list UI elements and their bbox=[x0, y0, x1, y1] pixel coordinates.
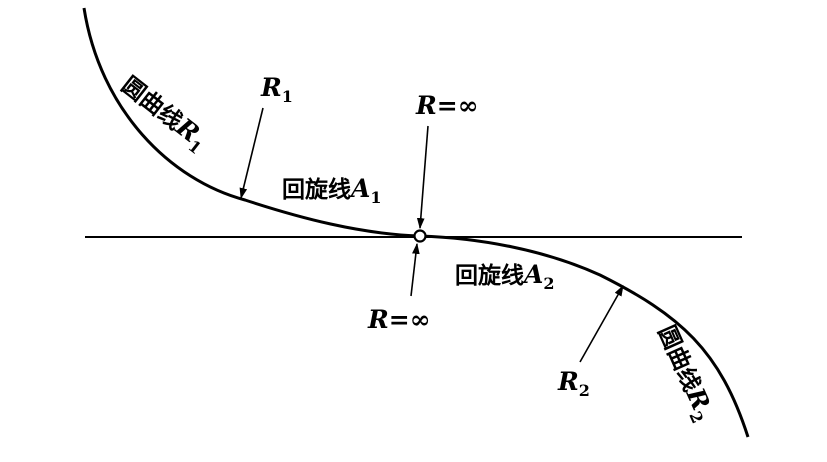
arrow-r-inf-top bbox=[416, 125, 429, 230]
arrow-r1 bbox=[239, 107, 264, 200]
inflection-point bbox=[413, 229, 427, 243]
transition-curve bbox=[82, 7, 750, 438]
label-r-infinity-bottom: R=∞ bbox=[367, 305, 431, 334]
arrow-r2 bbox=[579, 285, 624, 363]
label-circle-curve-r1: 圆曲线R1 bbox=[114, 70, 214, 158]
label-r-infinity-top: R=∞ bbox=[415, 91, 479, 120]
label-r1: R1 bbox=[260, 73, 293, 106]
label-r2: R2 bbox=[557, 367, 590, 400]
label-circle-curve-r2: 圆曲线R2 bbox=[649, 321, 720, 427]
label-spiral-a1: 回旋线A1 bbox=[282, 174, 382, 207]
label-spiral-a2: 回旋线A2 bbox=[455, 260, 555, 293]
arrow-r-inf-bottom bbox=[410, 242, 420, 297]
